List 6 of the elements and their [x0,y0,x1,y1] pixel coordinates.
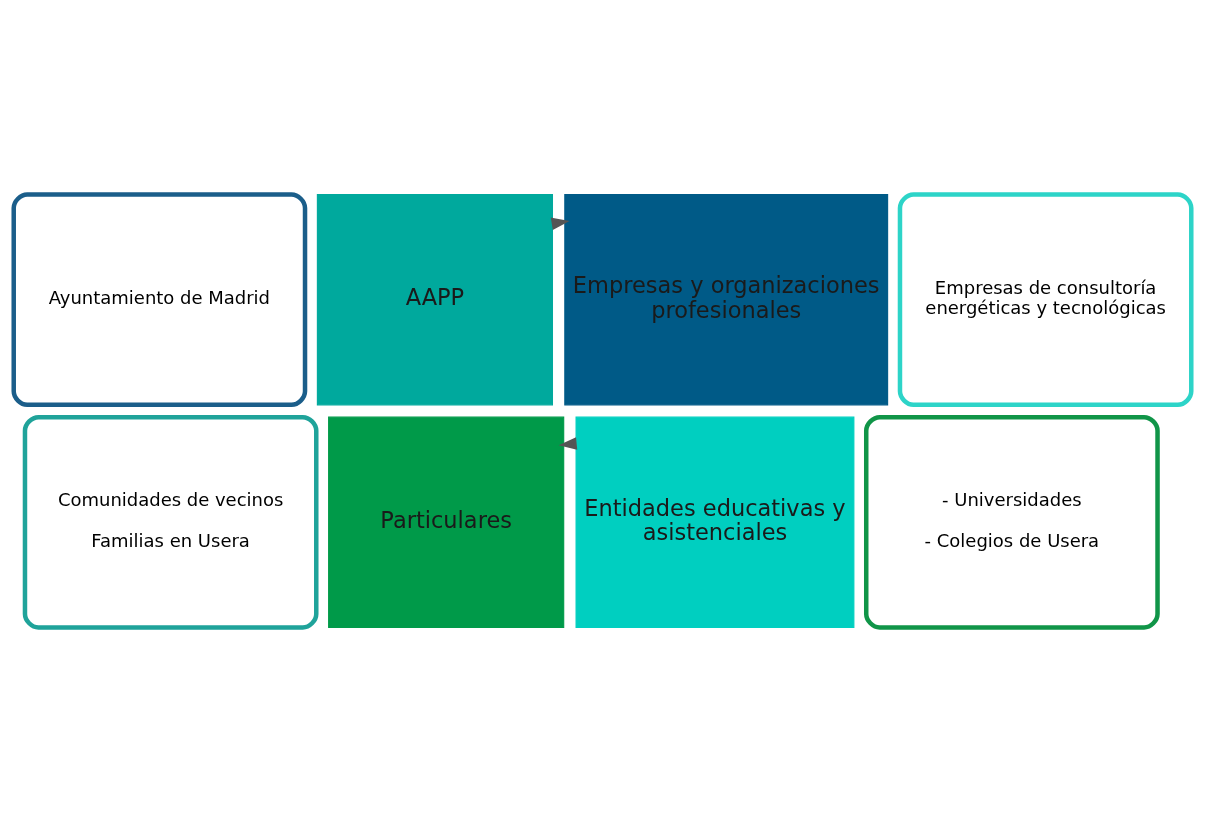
node-box: Particulares [328,416,565,628]
node-box: - Universidades - Colegios de Usera [864,414,1160,630]
node-box: Comunidades de vecinos Familias en Usera [22,414,319,630]
node-box: Ayuntamiento de Madrid [11,191,308,407]
node-box: Empresas y organizaciones profesionales [564,193,889,405]
node-box: Empresas de consultoría energéticas y tecnológicas [897,191,1194,407]
